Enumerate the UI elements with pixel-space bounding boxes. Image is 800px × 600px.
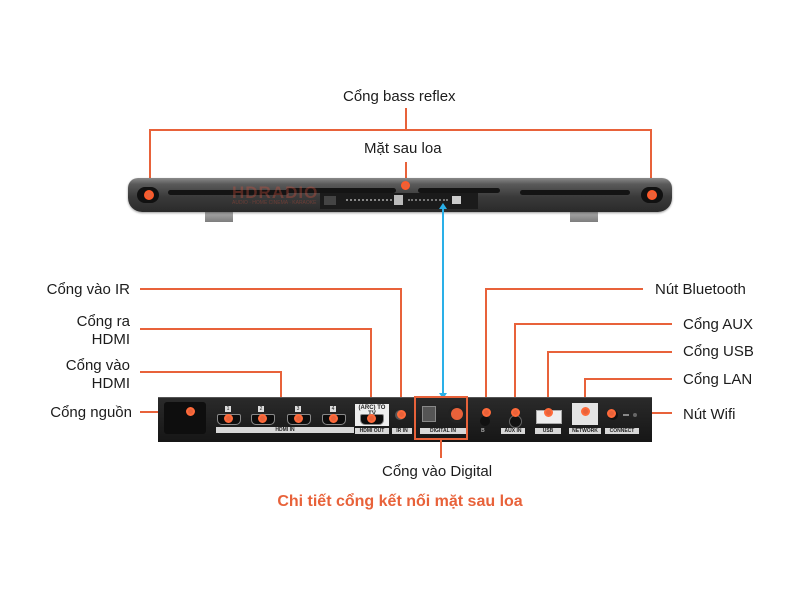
leader-bass-reflex-right [650,129,652,195]
leader-aux-v [514,323,516,413]
marker-hdmi-in-3 [294,414,303,423]
marker-ir [397,410,406,419]
leader-hdmi-out-h [140,328,372,330]
marker-lan [581,407,590,416]
hdmi-in-number-3: 3 [295,406,301,412]
leader-hdmi-out-v [370,328,372,414]
mini-hdmi-out [394,195,403,205]
digital-highlight-box [414,396,468,440]
zoom-arrow-line [442,207,444,396]
mini-connector-panel [320,193,478,209]
leader-lan-v [584,378,586,411]
marker-aux [511,408,520,417]
vent-slot [520,190,630,195]
usb-tag: USB [535,428,561,434]
leader-usb-h [547,351,672,353]
watermark-subtitle: AUDIO · HOME CINEMA · KARAOKE [232,200,317,206]
hdmi-in-number-2: 2 [258,406,264,412]
network-tag: NETWORK [569,428,601,434]
label-aux: Cổng AUX [683,316,754,333]
marker-power [186,407,195,416]
leader-bass-reflex-left [149,129,151,195]
mini-hdmi-ports [346,199,392,204]
leader-ir-v [400,288,402,413]
hdmi-in-number-4: 4 [330,406,336,412]
marker-hdmi-in-2 [258,414,267,423]
leader-aux-h [514,323,672,325]
leader-back-panel [405,162,407,184]
label-usb: Cổng USB [683,343,754,360]
leader-digital [440,440,442,458]
mini-lan-port [452,196,461,204]
caption: Chi tiết cổng kết nối mặt sau loa [277,493,523,510]
leader-hdmi-in-v [280,371,282,414]
leader-bass-reflex-stem [405,108,407,130]
mini-power-port [324,196,336,205]
arrow-up-icon [439,203,447,209]
leader-lan-h [584,378,672,380]
ir-tag: IR IN [392,428,412,434]
hdmi-in-tag: HDMI IN [216,427,354,433]
vent-slot [418,188,500,193]
marker-hdmi-in-1 [224,414,233,423]
label-digital-in: Cổng vào Digital [382,463,493,480]
wifi-led [623,414,629,416]
label-hdmi-in-line2: HDMI [91,375,130,392]
aux-tag: AUX IN [501,428,525,434]
marker-hdmi-out [367,414,376,423]
marker-wifi [607,409,616,418]
optical-port [422,406,436,422]
leader-hdmi-in-h [140,371,282,373]
bass-reflex-marker-right [647,190,657,200]
leader-usb-v [547,351,549,413]
label-hdmi-out-line1: Cổng ra [76,313,130,330]
connect-tag: CONNECT [605,428,639,434]
bluetooth-button [480,416,490,426]
label-bass-reflex: Cổng bass reflex [343,88,456,105]
coaxial-port [448,405,466,423]
digital-tag: DIGITAL IN [420,428,466,434]
leader-bluetooth-h [485,288,643,290]
label-wifi: Nút Wifi [683,406,736,423]
leader-ir-h [140,288,402,290]
mini-ports [408,199,448,204]
hdmi-out-tag: HDMI OUT [355,428,389,434]
bluetooth-icon: ʙ [481,427,485,434]
hdmi-in-number-1: 1 [225,406,231,412]
leader-bluetooth-v [485,288,487,413]
label-ir-in: Cổng vào IR [46,281,130,298]
wifi-led-dot [633,413,637,417]
label-back-panel: Mặt sau loa [364,140,442,157]
label-hdmi-out-line2: HDMI [91,331,130,348]
power-socket [164,402,206,434]
bass-reflex-marker-left [144,190,154,200]
vent-slot [286,188,396,193]
marker-usb [544,408,553,417]
marker-hdmi-in-4 [329,414,338,423]
label-hdmi-in-line1: Cổng vào [65,357,130,374]
leader-bass-reflex-horizontal [149,129,652,131]
back-panel-marker [401,181,410,190]
label-lan: Cổng LAN [683,371,753,388]
watermark-logo: HDRADIO [232,183,319,202]
marker-bluetooth [482,408,491,417]
label-bluetooth: Nút Bluetooth [655,281,746,298]
vent-slot [168,190,288,195]
label-power: Cổng nguồn [50,404,132,421]
